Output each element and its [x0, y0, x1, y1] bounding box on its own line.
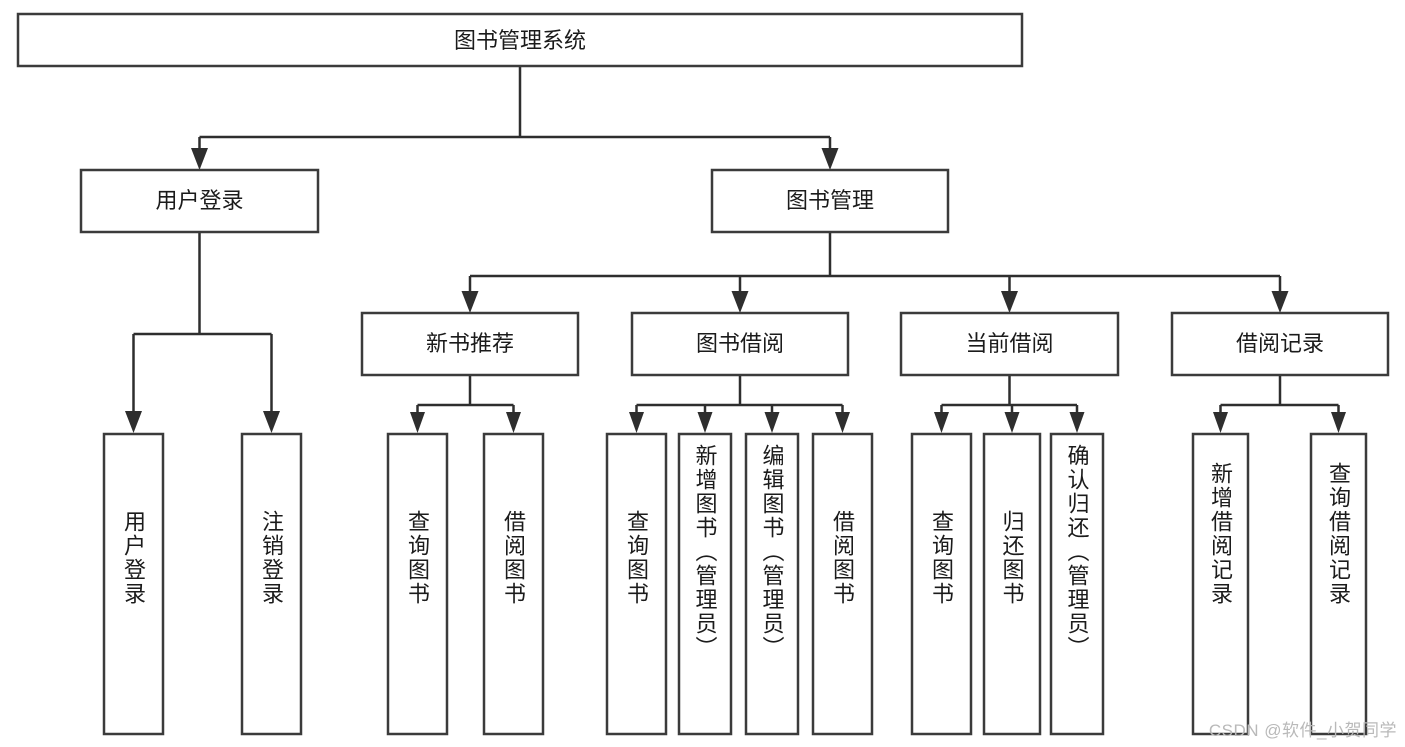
node-leaf-borrow-book-label: 借阅图书 — [830, 510, 855, 606]
leaf-labels: 用户登录 注销登录 查询图书 借阅图书 查询图书 新增图书（管理员） 编辑图书（… — [121, 444, 1351, 660]
node-leaf-edit-book-label: 编辑图书（管理员） — [760, 444, 785, 660]
arrow-add-borrow-record — [1213, 412, 1228, 433]
arrow-book-manage — [821, 148, 839, 170]
arrow-query-book-rec — [410, 412, 425, 433]
node-leaf-add-borrow-record-box[interactable] — [1191, 432, 1250, 736]
node-leaf-confirm-return-label: 确认归还（管理员） — [1065, 444, 1090, 660]
arrow-return-book — [1004, 412, 1020, 433]
connector-borrow-record-children — [1213, 375, 1346, 433]
node-new-book-rec-label: 新书推荐 — [426, 331, 514, 356]
node-user-login-label: 用户登录 — [155, 188, 243, 213]
node-leaf-user-login-label: 用户登录 — [121, 510, 146, 606]
node-book-manage-box[interactable] — [710, 168, 950, 234]
node-borrow-record[interactable]: 借阅记录 — [1170, 311, 1390, 377]
node-leaf-query-borrow-record-label: 查询借阅记录 — [1326, 462, 1351, 606]
arrow-query-borrow-record — [1331, 412, 1346, 433]
node-new-book-rec[interactable]: 新书推荐 — [360, 311, 580, 377]
node-book-manage[interactable]: 图书管理 — [710, 168, 950, 234]
connector-current-borrow-children — [934, 375, 1085, 433]
arrow-borrow-record — [1271, 291, 1289, 313]
connector-book-manage-children — [461, 232, 1289, 313]
node-borrow-record-label: 借阅记录 — [1236, 331, 1324, 356]
node-leaf-user-logout-box[interactable] — [240, 432, 303, 736]
arrow-user-login — [191, 148, 208, 170]
node-leaf-user-login-box[interactable] — [102, 432, 165, 736]
node-leaf-edit-book-box[interactable] — [744, 432, 800, 736]
node-leaf-return-book-box[interactable] — [982, 432, 1042, 736]
node-leaf-query-book-cur-box[interactable] — [910, 432, 973, 736]
node-leaf-query-book-borrow-label: 查询图书 — [624, 510, 649, 606]
node-leaf-query-book-borrow-box[interactable] — [605, 432, 668, 736]
leaf-boxes — [102, 432, 1368, 736]
node-leaf-query-book-rec-box[interactable] — [386, 432, 449, 736]
node-book-borrow-label: 图书借阅 — [696, 331, 784, 356]
node-user-login[interactable]: 用户登录 — [79, 168, 320, 234]
node-new-book-rec-box[interactable] — [360, 311, 580, 377]
node-current-borrow-box[interactable] — [899, 311, 1120, 377]
connector-user-login-children — [125, 232, 280, 433]
node-leaf-borrow-book-box[interactable] — [811, 432, 874, 736]
arrow-book-borrow — [731, 291, 749, 313]
node-leaf-query-book-rec-label: 查询图书 — [405, 510, 430, 606]
node-leaf-borrow-book-rec-label: 借阅图书 — [501, 510, 526, 606]
csdn-watermark: CSDN @软件_小贺同学 — [1208, 721, 1397, 740]
node-leaf-query-book-cur-label: 查询图书 — [929, 510, 954, 606]
node-book-borrow-box[interactable] — [630, 311, 850, 377]
arrow-leaf-user-login — [125, 411, 142, 433]
node-root-box[interactable] — [16, 12, 1024, 68]
arrow-current-borrow — [1001, 291, 1018, 313]
node-leaf-add-borrow-record-label: 新增借阅记录 — [1208, 462, 1233, 606]
connector-root-to-level2 — [191, 66, 839, 170]
node-book-manage-label: 图书管理 — [786, 188, 874, 213]
arrow-edit-book — [764, 412, 780, 433]
node-leaf-add-book-label: 新增图书（管理员） — [693, 444, 718, 660]
node-leaf-query-borrow-record-box[interactable] — [1309, 432, 1368, 736]
node-leaf-borrow-book-rec-box[interactable] — [482, 432, 545, 736]
connector-layer — [125, 66, 1346, 433]
connector-new-book-rec-children — [410, 375, 521, 433]
connector-book-borrow-children — [629, 375, 850, 433]
arrow-borrow-book — [835, 412, 850, 433]
node-leaf-return-book-label: 归还图书 — [1000, 510, 1025, 606]
node-borrow-record-box[interactable] — [1170, 311, 1390, 377]
arrow-new-book-rec — [461, 291, 479, 313]
arrow-confirm-return — [1069, 412, 1085, 433]
node-book-borrow[interactable]: 图书借阅 — [630, 311, 850, 377]
node-root-label: 图书管理系统 — [454, 28, 586, 53]
node-leaf-add-book-box[interactable] — [677, 432, 733, 736]
node-current-borrow-label: 当前借阅 — [965, 331, 1053, 356]
arrow-leaf-user-logout — [263, 411, 280, 433]
arrow-borrow-book-rec — [506, 412, 521, 433]
arrow-query-book-borrow — [629, 412, 644, 433]
node-leaf-confirm-return-box[interactable] — [1049, 432, 1105, 736]
arrow-query-book-cur — [934, 412, 949, 433]
arrow-add-book — [697, 412, 713, 433]
node-root[interactable]: 图书管理系统 — [16, 12, 1024, 68]
node-user-login-box[interactable] — [79, 168, 320, 234]
node-leaf-user-logout-label: 注销登录 — [259, 510, 284, 606]
node-current-borrow[interactable]: 当前借阅 — [899, 311, 1120, 377]
